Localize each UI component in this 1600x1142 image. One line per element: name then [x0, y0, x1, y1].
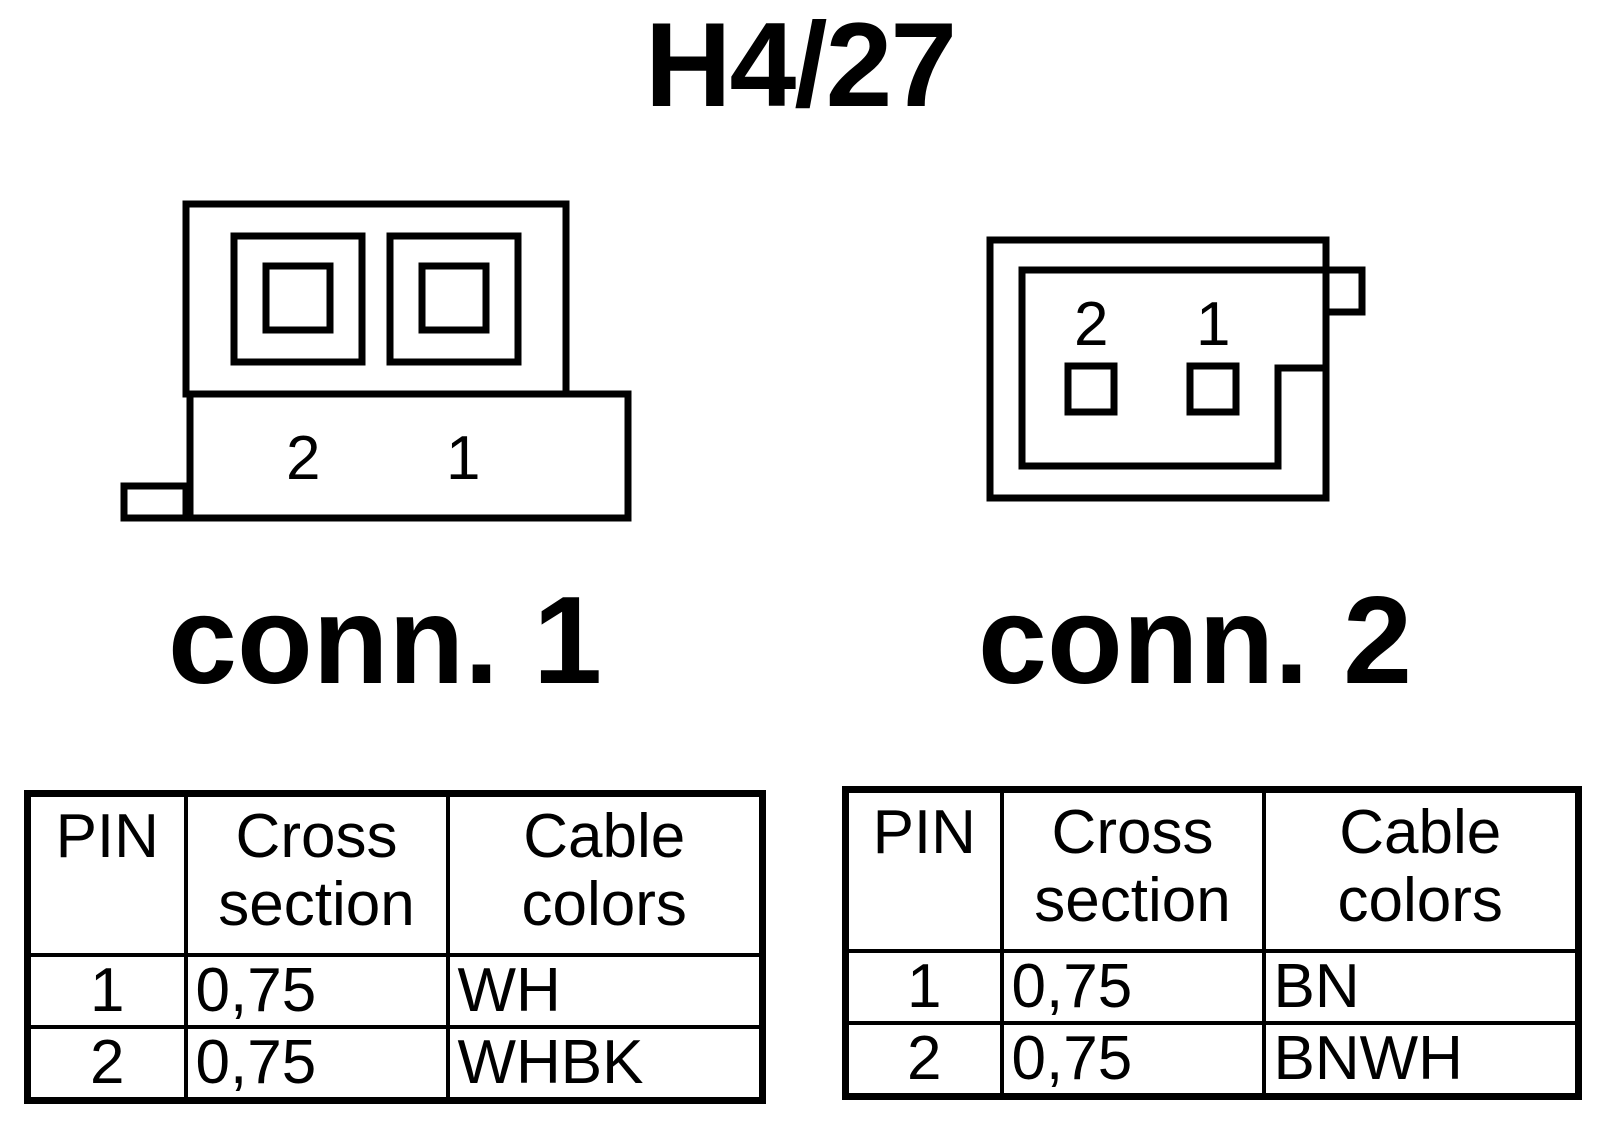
connector-2-label: conn. 2: [978, 572, 1413, 710]
table-header-row: PIN Cross section Cable colors: [25, 791, 765, 957]
connector-1-pin-label-1: 1: [446, 424, 481, 493]
header-cable-colors: Cable colors: [1261, 787, 1581, 953]
table-row: 1 0,75 BN: [843, 949, 1581, 1025]
cable-color-cell: WH: [445, 953, 765, 1029]
diagram-title: H4/27: [644, 0, 957, 132]
pin-cell: 2: [25, 1025, 188, 1103]
cable-color-cell: BN: [1261, 949, 1581, 1025]
connector-2-pin-2-contact: [1064, 362, 1118, 416]
cross-section-cell: 0,75: [183, 953, 450, 1029]
connector-2-pin-label-2: 2: [1074, 290, 1109, 359]
connector-1-label: conn. 1: [168, 572, 603, 710]
pin-cell: 1: [843, 949, 1004, 1025]
header-cable-colors: Cable colors: [445, 791, 765, 957]
connector-1-pin-table: PIN Cross section Cable colors 1 0,75 WH…: [24, 790, 766, 1104]
connector-1-outline: [120, 200, 632, 522]
cable-color-cell: WHBK: [445, 1025, 765, 1103]
connector-1-pin-1-contact: [418, 262, 490, 334]
cross-section-cell: 0,75: [999, 949, 1266, 1025]
cable-color-cell: BNWH: [1261, 1021, 1581, 1099]
connector-2-outline: [986, 236, 1366, 502]
connector-2-pin-label-1: 1: [1196, 290, 1231, 359]
connector-2-latch: [1326, 266, 1366, 316]
connector-2-pin-table: PIN Cross section Cable colors 1 0,75 BN…: [842, 786, 1582, 1100]
connector-1-latch: [120, 482, 190, 522]
connector-1-pin-label-2: 2: [286, 424, 321, 493]
connector-1-pin-2-socket: [230, 232, 366, 366]
cross-section-cell: 0,75: [183, 1025, 450, 1103]
header-cross-section: Cross section: [183, 791, 450, 957]
connector-1-lower-housing: [186, 390, 632, 522]
header-cross-section: Cross section: [999, 787, 1266, 953]
connector-2-pin-1-contact: [1186, 362, 1240, 416]
table-row: 1 0,75 WH: [25, 953, 765, 1029]
connector-1-pin-1-socket: [386, 232, 522, 366]
cross-section-cell: 0,75: [999, 1021, 1266, 1099]
connector-1-pin-2-contact: [262, 262, 334, 334]
header-pin: PIN: [25, 791, 188, 957]
table-row: 2 0,75 WHBK: [25, 1025, 765, 1103]
pin-cell: 2: [843, 1021, 1004, 1099]
connector-2-inner-cavity: [1018, 266, 1326, 470]
table-header-row: PIN Cross section Cable colors: [843, 787, 1581, 953]
pin-cell: 1: [25, 953, 188, 1029]
table-row: 2 0,75 BNWH: [843, 1021, 1581, 1099]
header-pin: PIN: [843, 787, 1004, 953]
